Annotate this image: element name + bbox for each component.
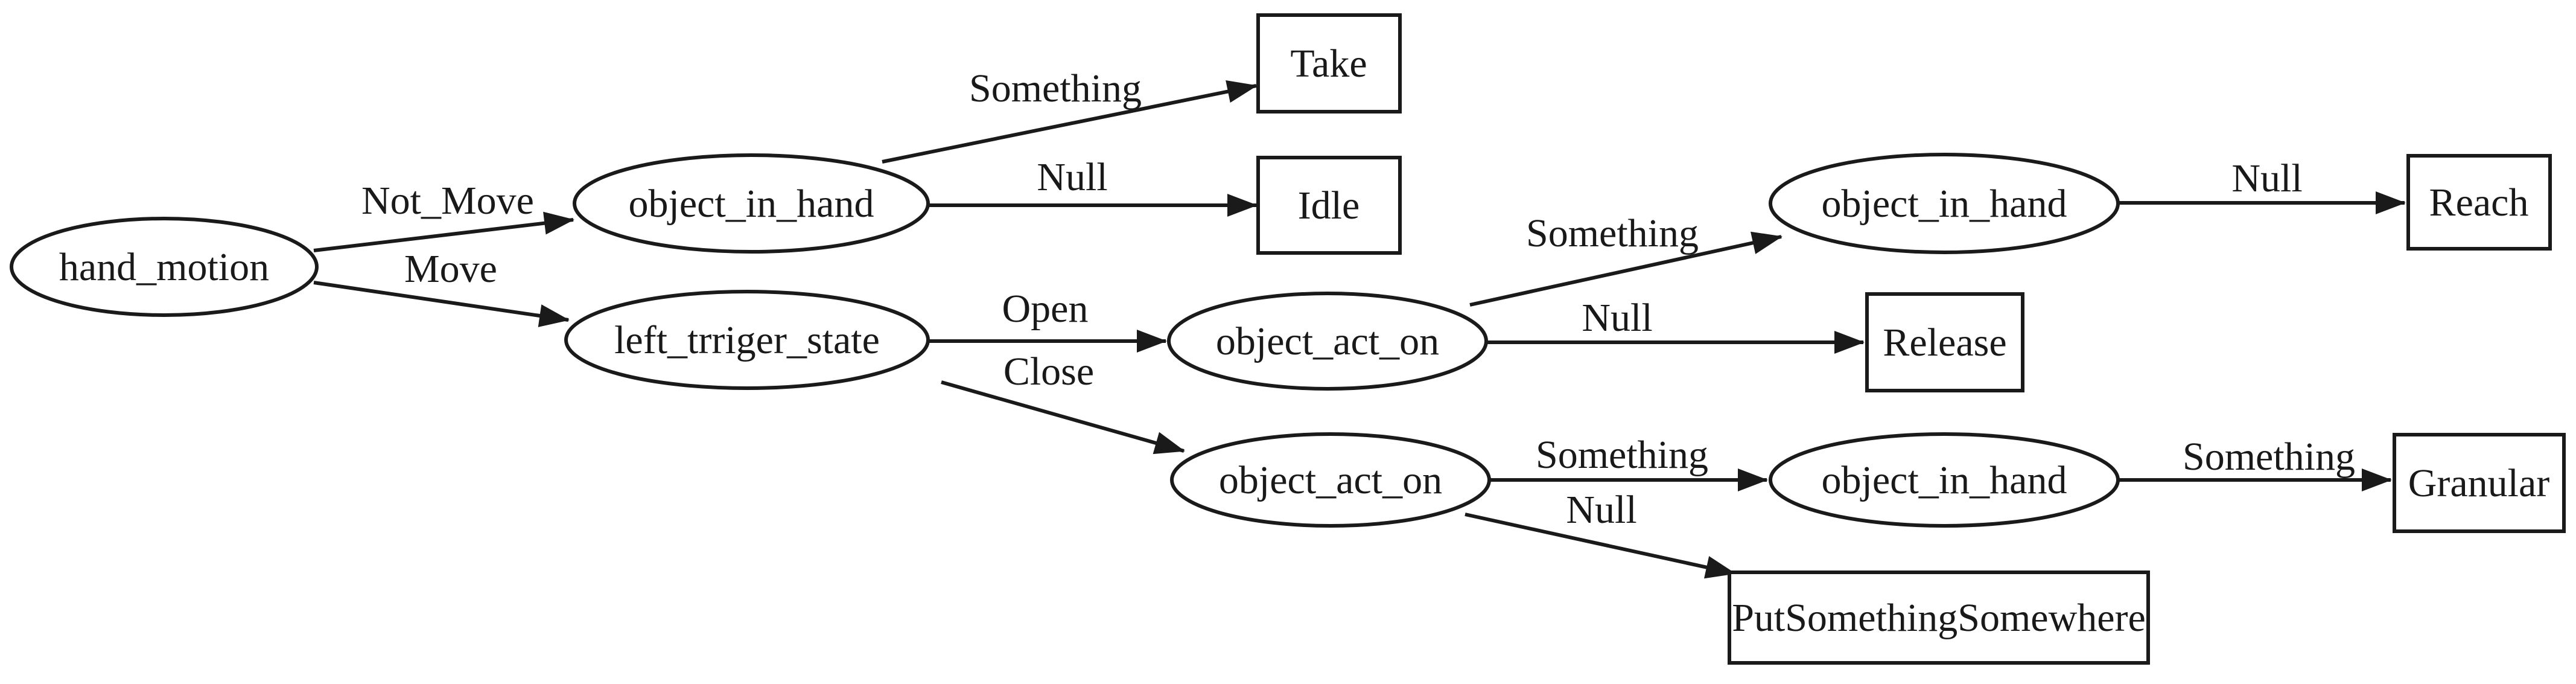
node-granular: Granular — [2393, 433, 2566, 533]
node-object-in-hand-1: object_in_hand — [573, 153, 930, 254]
edge-label-something-oih2: Something — [1526, 211, 1699, 255]
edge-label-something-take: Something — [969, 66, 1142, 110]
edge-object-act-on-2-to-object-in-hand-3: Something — [1489, 433, 1768, 491]
hand-motion-ellipse — [10, 217, 319, 317]
reach-box — [2406, 154, 2552, 251]
edge-label-null-pss: Null — [1566, 488, 1636, 532]
object-act-on-1-label: object_act_on — [1216, 319, 1439, 363]
edge-hand-motion-to-left-trriger-state: Move — [313, 247, 570, 327]
object-in-hand-1-label: object_in_hand — [629, 182, 874, 226]
put-something-somewhere-box — [1728, 571, 2150, 665]
put-something-somewhere-label: PutSomethingSomewhere — [1732, 596, 2146, 640]
edge-line-move — [313, 281, 570, 327]
node-object-act-on-2: object_act_on — [1170, 432, 1491, 528]
node-object-act-on-1: object_act_on — [1167, 292, 1488, 391]
node-put-something-somewhere: PutSomethingSomewhere — [1728, 571, 2150, 665]
object-in-hand-3-ellipse — [1769, 432, 2120, 528]
edge-label-something-oih3: Something — [1536, 433, 1708, 477]
granular-box — [2393, 433, 2566, 533]
edge-object-in-hand-1-to-idle: Null — [929, 155, 1258, 217]
granular-label: Granular — [2408, 461, 2550, 505]
edge-label-close: Close — [1003, 350, 1094, 394]
node-reach: Reach — [2406, 154, 2552, 251]
object-in-hand-2-ellipse — [1769, 153, 2120, 254]
object-act-on-2-ellipse — [1170, 432, 1491, 528]
edge-label-open: Open — [1002, 287, 1089, 331]
edge-object-act-on-1-to-object-in-hand-2: Something — [1469, 211, 1783, 307]
node-object-in-hand-3: object_in_hand — [1769, 432, 2120, 528]
edge-label-null-reach: Null — [2231, 156, 2302, 200]
node-release: Release — [1865, 292, 2024, 392]
edge-line-null-pss — [1465, 513, 1736, 579]
object-in-hand-1-ellipse — [573, 153, 930, 254]
edge-object-in-hand-2-to-reach: Null — [2118, 156, 2406, 214]
edge-line-something-take — [882, 80, 1258, 164]
object-in-hand-3-label: object_in_hand — [1822, 458, 2067, 502]
left-trriger-state-label: left_trriger_state — [614, 318, 880, 362]
node-take: Take — [1256, 13, 1402, 113]
node-idle: Idle — [1256, 156, 1402, 255]
left-trriger-state-ellipse — [564, 290, 930, 390]
reach-label: Reach — [2429, 181, 2529, 225]
edge-line-close — [941, 380, 1185, 455]
edge-label-something-granular: Something — [2183, 435, 2355, 479]
edge-left-trriger-state-to-object-act-on-2: Close — [941, 350, 1185, 455]
edge-line-not-move — [313, 211, 574, 252]
release-label: Release — [1883, 321, 2006, 365]
edge-object-act-on-1-to-release: Null — [1486, 296, 1865, 354]
take-label: Take — [1290, 42, 1367, 86]
edge-hand-motion-to-object-in-hand-1: Not_Move — [313, 179, 574, 252]
edge-line-something-oih2 — [1469, 231, 1783, 307]
node-left-trriger-state: left_trriger_state — [564, 290, 930, 390]
node-hand-motion: hand_motion — [10, 217, 319, 317]
idle-box — [1256, 156, 1402, 255]
object-in-hand-2-label: object_in_hand — [1822, 182, 2067, 226]
edge-object-in-hand-3-to-granular: Something — [2118, 435, 2392, 491]
idle-label: Idle — [1298, 184, 1360, 228]
release-box — [1865, 292, 2024, 392]
edge-left-trriger-state-to-object-act-on-1: Open — [929, 287, 1167, 353]
edge-label-null-idle: Null — [1037, 155, 1107, 199]
hand-motion-label: hand_motion — [59, 245, 269, 289]
edge-label-not-move: Not_Move — [361, 179, 534, 223]
object-act-on-2-label: object_act_on — [1219, 458, 1442, 502]
object-act-on-1-ellipse — [1167, 292, 1488, 391]
edge-label-move: Move — [404, 247, 497, 291]
node-object-in-hand-2: object_in_hand — [1769, 153, 2120, 254]
edge-label-null-release: Null — [1582, 296, 1652, 340]
take-box — [1256, 13, 1402, 113]
edge-object-act-on-2-to-put-something-somewhere: Null — [1465, 488, 1736, 579]
edge-object-in-hand-1-to-take: Something — [882, 66, 1258, 164]
